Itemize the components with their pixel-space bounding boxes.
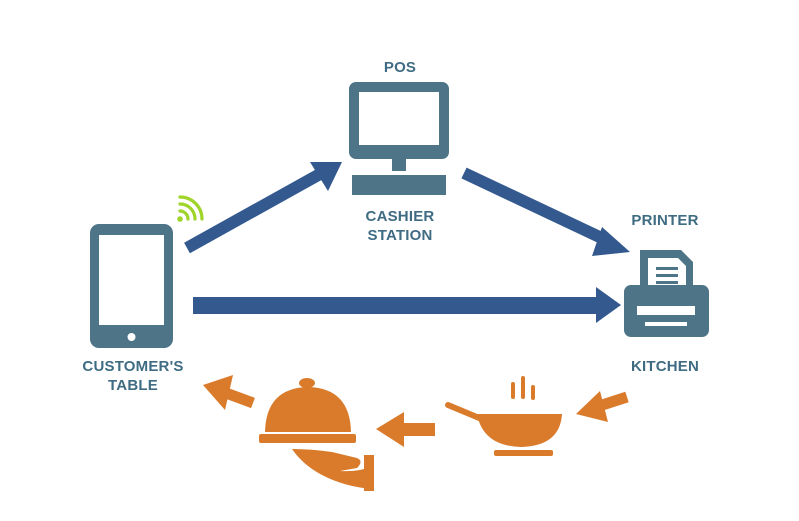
printer-label-text: PRINTER xyxy=(631,212,699,229)
table-label-line2: TABLE xyxy=(108,377,158,394)
arrow-table-to-pos xyxy=(184,162,342,254)
cashier-station-label: CASHIER STATION xyxy=(340,207,460,245)
pos-label-text: POS xyxy=(383,59,417,76)
cashier-label-line1: CASHIER xyxy=(365,208,435,225)
tablet-icon xyxy=(90,224,173,348)
table-label-line1: CUSTOMER'S xyxy=(82,358,184,375)
arrow-kitchen-to-pan xyxy=(576,391,629,422)
kitchen-label-text: KITCHEN xyxy=(630,358,700,375)
arrow-pos-to-printer xyxy=(461,167,630,256)
serving-cloche-icon xyxy=(259,378,374,491)
printer-icon xyxy=(624,250,709,337)
customer-table-label: CUSTOMER'S TABLE xyxy=(68,357,198,395)
arrow-cloche-to-table xyxy=(203,375,255,410)
kitchen-label: KITCHEN xyxy=(610,357,720,376)
pos-label: POS xyxy=(350,58,450,77)
wifi-signal-icon xyxy=(177,195,204,222)
printer-label: PRINTER xyxy=(610,211,720,230)
cashier-label-line2: STATION xyxy=(367,227,433,244)
cooking-pan-icon xyxy=(445,376,562,456)
arrow-table-to-printer xyxy=(193,287,621,323)
computer-monitor-icon xyxy=(349,82,449,195)
arrow-pan-to-cloche xyxy=(376,412,435,447)
